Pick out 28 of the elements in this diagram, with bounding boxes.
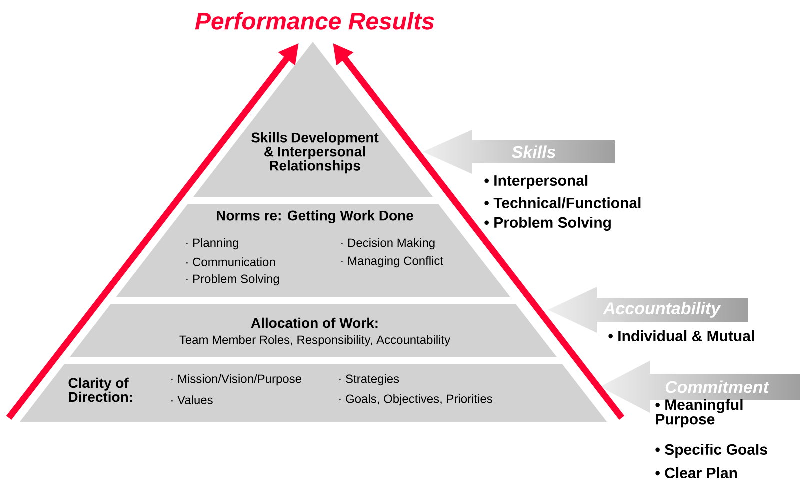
band-heading: Norms re: Getting Work Done xyxy=(217,210,414,224)
pyramid-band xyxy=(20,364,608,422)
heading: Performance Results xyxy=(195,12,434,30)
bullet-item: • Technical/Functional xyxy=(484,197,641,209)
list-item: · Strategies xyxy=(340,374,400,386)
pyramid-band xyxy=(194,42,433,197)
band-heading: Skills Development & Interpersonal Relationships xyxy=(252,132,379,174)
list-item: · Planning xyxy=(186,238,238,250)
list-item: · Values xyxy=(172,396,213,404)
band-subheading: Team Member Roles, Responsibility, Accountability xyxy=(180,335,451,347)
list-item: · Managing Conflict xyxy=(342,256,444,268)
list-item: · Goals, Objectives, Priorities xyxy=(340,394,492,406)
band-heading: Clarity of Direction: xyxy=(68,378,132,402)
list-item: · Problem Solving xyxy=(186,274,280,286)
bullet-item: • Clear Plan xyxy=(656,468,738,478)
list-item: · Mission/Vision/Purpose xyxy=(172,374,302,386)
list-item: · Communication xyxy=(186,258,276,266)
bullet-item: • Interpersonal xyxy=(484,175,588,189)
bullet-item: • Individual & Mutual xyxy=(608,330,754,342)
arrow-label: Commitment xyxy=(666,380,770,394)
pyramid-band xyxy=(70,304,557,357)
band-heading: Allocation of Work: xyxy=(251,318,378,328)
bullet-item: • Specific Goals xyxy=(656,444,768,458)
list-item: · Decision Making xyxy=(342,238,435,250)
arrow-label: Skills xyxy=(512,146,556,158)
arrow-label: Accountability xyxy=(603,302,722,318)
bullet-item: • Problem Solving xyxy=(484,216,611,232)
bullet-item: • Meaningful Purpose xyxy=(656,399,743,428)
